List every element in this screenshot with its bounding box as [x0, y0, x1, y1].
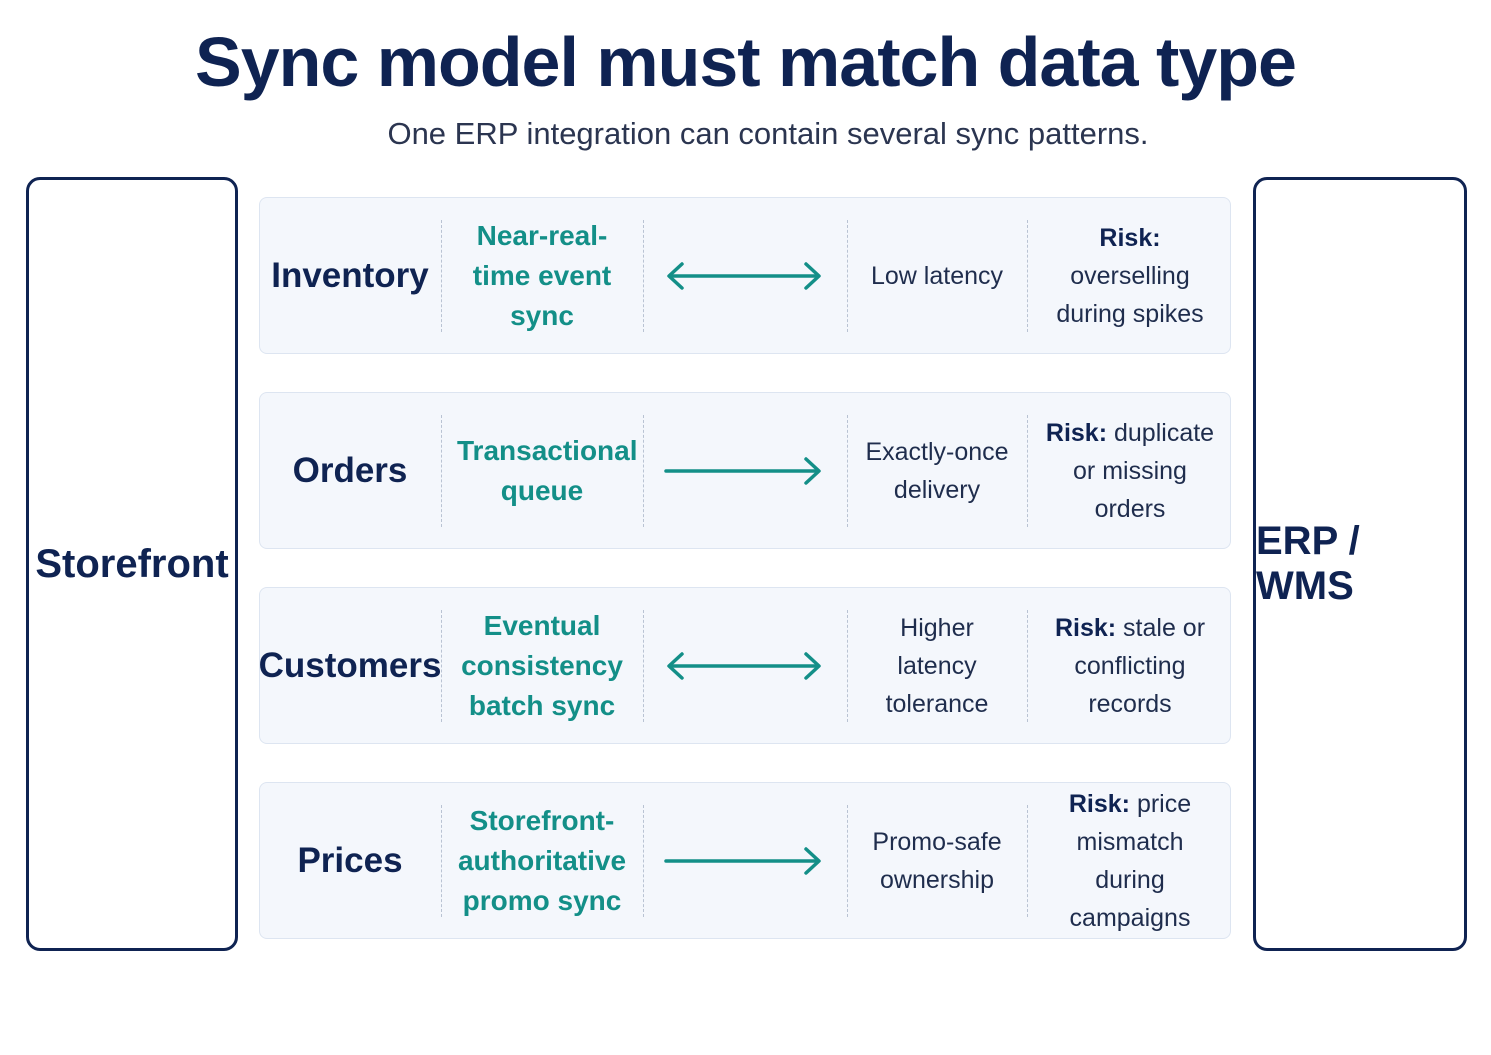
- row-divider: [643, 220, 644, 332]
- sync-rows: Inventory Near-real-time event sync Low …: [259, 197, 1231, 939]
- row-divider: [1027, 220, 1028, 332]
- sync-row-orders: Orders Transactional queue Exactly-once …: [259, 392, 1231, 549]
- risk-label: Risk:: [1068, 789, 1130, 818]
- row-property: Higher latency tolerance: [885, 613, 989, 718]
- erp-wms-label: ERP / WMS: [1256, 519, 1360, 608]
- row-divider: [1027, 610, 1028, 722]
- sync-row-prices: Prices Storefront-authoritative promo sy…: [259, 782, 1231, 939]
- row-divider: [441, 805, 442, 917]
- row-divider: [643, 805, 644, 917]
- storefront-label: Storefront: [35, 541, 229, 586]
- row-data-type: Inventory: [271, 255, 429, 295]
- risk-label: Risk:: [1045, 418, 1108, 447]
- row-property: Exactly-once delivery: [865, 437, 1009, 504]
- row-divider: [643, 415, 644, 527]
- risk-text: price mismatch during campaigns: [1069, 789, 1192, 932]
- row-divider: [847, 610, 848, 722]
- erp-wms-box: ERP / WMS: [1253, 177, 1467, 951]
- row-divider: [441, 415, 442, 527]
- row-arrow: [644, 393, 846, 548]
- diagram-subtitle: One ERP integration can contain several …: [387, 116, 1149, 151]
- risk-text: overselling during spikes: [1056, 261, 1204, 328]
- row-property: Low latency: [870, 261, 1004, 290]
- arrow-head-left: [667, 261, 684, 290]
- row-arrow: [644, 588, 846, 743]
- diagram-title: Sync model must match data type: [195, 23, 1297, 101]
- row-sync-model: Near-real-time event sync: [472, 219, 612, 331]
- arrow-head-right: [804, 651, 821, 680]
- right-arrow-icon: [664, 846, 821, 875]
- row-divider: [847, 220, 848, 332]
- row-sync-model: Transactional queue: [457, 434, 638, 506]
- arrow-head-right: [804, 456, 821, 485]
- arrow-head-left: [667, 651, 684, 680]
- risk-text: stale or conflicting records: [1074, 613, 1206, 718]
- row-risk: Risk: stale or conflicting records: [1028, 588, 1232, 743]
- sync-row-inventory: Inventory Near-real-time event sync Low …: [259, 197, 1231, 354]
- risk-label: Risk:: [1099, 223, 1161, 252]
- bidirectional-arrow-icon: [667, 261, 821, 290]
- row-sync-model: Storefront-authoritative promo sync: [457, 804, 627, 916]
- row-divider: [441, 220, 442, 332]
- arrow-head-right: [804, 846, 821, 875]
- row-risk: Risk: overselling during spikes: [1028, 198, 1232, 353]
- row-sync-model: Eventual consistency batch sync: [461, 609, 623, 721]
- arrow-head-right: [804, 261, 821, 290]
- storefront-box: Storefront: [26, 177, 238, 951]
- sync-row-customers: Customers Eventual consistency batch syn…: [259, 587, 1231, 744]
- row-divider: [643, 610, 644, 722]
- risk-label: Risk:: [1054, 613, 1117, 642]
- row-risk: Risk: price mismatch during campaigns: [1028, 783, 1232, 938]
- right-arrow-icon: [664, 456, 821, 485]
- row-arrow: [644, 198, 846, 353]
- row-arrow: [644, 783, 846, 938]
- row-divider: [441, 610, 442, 722]
- row-risk: Risk: duplicate or missing orders: [1028, 393, 1232, 548]
- row-data-type: Customers: [258, 645, 442, 685]
- row-property: Promo-safe ownership: [872, 827, 1002, 894]
- risk-text: duplicate or missing orders: [1073, 418, 1215, 523]
- row-divider: [1027, 805, 1028, 917]
- row-divider: [1027, 415, 1028, 527]
- row-data-type: Prices: [297, 840, 403, 880]
- row-divider: [847, 805, 848, 917]
- row-data-type: Orders: [292, 450, 408, 490]
- bidirectional-arrow-icon: [667, 651, 821, 680]
- row-divider: [847, 415, 848, 527]
